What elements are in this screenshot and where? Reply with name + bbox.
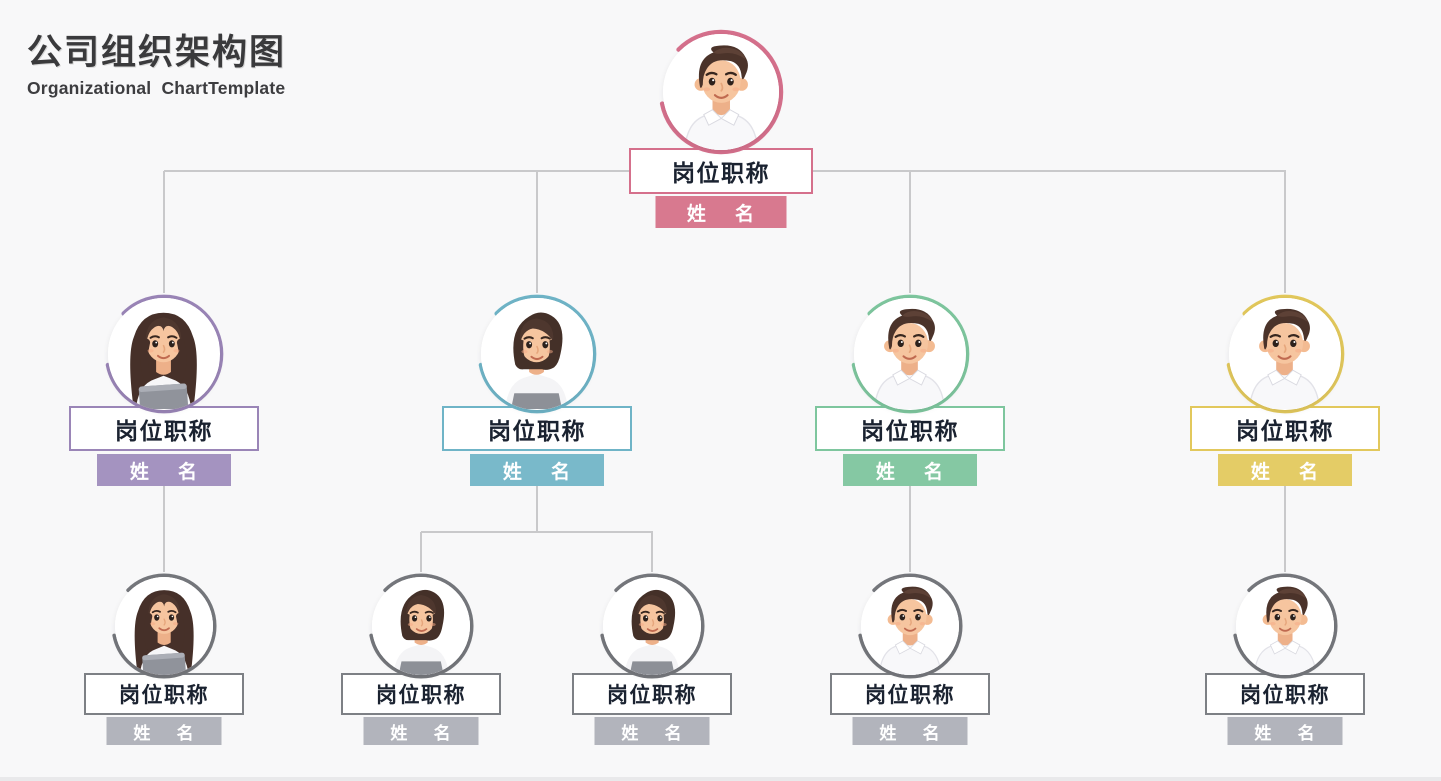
avatar-male-icon — [1236, 577, 1334, 675]
ring-arc-icon — [599, 573, 705, 679]
avatar — [854, 298, 966, 410]
name-label: 姓 名 — [390, 723, 452, 743]
slide-bottom-edge — [0, 777, 1441, 781]
avatar — [662, 33, 780, 151]
avatar-frame — [856, 572, 964, 680]
position-title: 岗位职称 — [1236, 417, 1334, 444]
page-subtitle: Organizational ChartTemplate — [27, 78, 286, 98]
name-label: 姓 名 — [133, 723, 195, 743]
avatar-frame — [657, 28, 785, 156]
connector-dept2-branch — [421, 531, 653, 533]
position-title-box: 岗位职称 — [572, 673, 732, 715]
name-box: 姓 名 — [1218, 454, 1352, 486]
connector-dept3-sub4 — [909, 486, 911, 572]
avatar — [1235, 576, 1335, 676]
org-node-sub-3: 岗位职称 姓 名 — [572, 572, 732, 745]
position-title-box: 岗位职称 — [1205, 673, 1365, 715]
org-node-root: 岗位职称 姓 名 — [629, 28, 813, 228]
connector-drop-sub-3 — [651, 532, 653, 572]
name-label: 姓 名 — [875, 461, 945, 483]
avatar-frame — [367, 572, 475, 680]
avatar — [1229, 298, 1341, 410]
name-box: 姓 名 — [363, 717, 479, 745]
name-label: 姓 名 — [1250, 461, 1320, 483]
name-label: 姓 名 — [502, 461, 572, 483]
ring-arc-icon — [111, 573, 217, 679]
name-box: 姓 名 — [655, 196, 787, 228]
org-node-dept-2: 岗位职称 姓 名 — [442, 293, 632, 486]
avatar-frame — [110, 572, 218, 680]
name-label: 姓 名 — [1254, 723, 1316, 743]
avatar-frame — [1224, 293, 1346, 415]
name-box: 姓 名 — [843, 454, 977, 486]
position-title: 岗位职称 — [488, 417, 586, 444]
avatar — [602, 576, 702, 676]
avatar-frame — [476, 293, 598, 415]
ring-arc-icon — [857, 573, 963, 679]
position-title: 岗位职称 — [376, 684, 466, 707]
avatar-male-icon — [663, 34, 780, 151]
avatar-male-icon — [1229, 298, 1340, 409]
page-header: 公司组织架构图 Organizational ChartTemplate — [27, 24, 286, 99]
avatar-male-icon — [861, 577, 959, 675]
avatar-female-bob-icon — [481, 298, 592, 409]
position-title: 岗位职称 — [119, 684, 209, 707]
position-title: 岗位职称 — [1240, 684, 1330, 707]
connector-dept4-sub5 — [1284, 486, 1286, 572]
org-node-sub-5: 岗位职称 姓 名 — [1205, 572, 1365, 745]
ring-arc-icon — [368, 573, 474, 679]
ring-arc-icon — [1232, 573, 1338, 679]
connector-dept2-stem — [536, 486, 538, 531]
name-box: 姓 名 — [106, 717, 222, 745]
avatar — [108, 298, 220, 410]
org-node-sub-4: 岗位职称 姓 名 — [830, 572, 990, 745]
position-title-box: 岗位职称 — [84, 673, 244, 715]
name-label: 姓 名 — [129, 461, 199, 483]
ring-arc-icon — [658, 29, 784, 155]
org-node-sub-2: 岗位职称 姓 名 — [341, 572, 501, 745]
position-title: 岗位职称 — [607, 684, 697, 707]
position-title: 岗位职称 — [115, 417, 213, 444]
avatar-female-bob-icon — [372, 577, 470, 675]
avatar-frame — [598, 572, 706, 680]
connector-drop-dept-3 — [909, 171, 911, 293]
name-box: 姓 名 — [594, 717, 710, 745]
connector-dept1-sub1 — [163, 486, 165, 572]
name-label: 姓 名 — [686, 203, 756, 225]
name-box: 姓 名 — [852, 717, 968, 745]
position-title-box: 岗位职称 — [815, 406, 1005, 451]
avatar — [371, 576, 471, 676]
avatar-female-long-hair-icon — [115, 577, 213, 675]
position-title: 岗位职称 — [672, 160, 770, 186]
avatar-frame — [849, 293, 971, 415]
avatar — [860, 576, 960, 676]
avatar — [114, 576, 214, 676]
org-node-dept-3: 岗位职称 姓 名 — [815, 293, 1005, 486]
position-title-box: 岗位职称 — [442, 406, 632, 451]
name-label: 姓 名 — [879, 723, 941, 743]
avatar — [481, 298, 593, 410]
connector-drop-dept-2 — [536, 171, 538, 293]
connector-drop-sub-2 — [420, 532, 422, 572]
avatar-male-icon — [854, 298, 965, 409]
org-node-sub-1: 岗位职称 姓 名 — [84, 572, 244, 745]
avatar-frame — [1231, 572, 1339, 680]
name-label: 姓 名 — [621, 723, 683, 743]
avatar-female-long-hair-icon — [108, 298, 219, 409]
connector-drop-dept-1 — [163, 171, 165, 293]
connector-drop-dept-4 — [1284, 171, 1286, 293]
position-title: 岗位职称 — [865, 684, 955, 707]
org-node-dept-4: 岗位职称 姓 名 — [1190, 293, 1380, 486]
avatar-frame — [103, 293, 225, 415]
name-box: 姓 名 — [470, 454, 604, 486]
name-box: 姓 名 — [1227, 717, 1343, 745]
name-box: 姓 名 — [97, 454, 231, 486]
position-title: 岗位职称 — [861, 417, 959, 444]
position-title-box: 岗位职称 — [629, 148, 813, 194]
avatar-female-bob-icon — [603, 577, 701, 675]
page-title: 公司组织架构图 — [27, 33, 287, 72]
position-title-box: 岗位职称 — [1190, 406, 1380, 451]
org-node-dept-1: 岗位职称 姓 名 — [69, 293, 259, 486]
